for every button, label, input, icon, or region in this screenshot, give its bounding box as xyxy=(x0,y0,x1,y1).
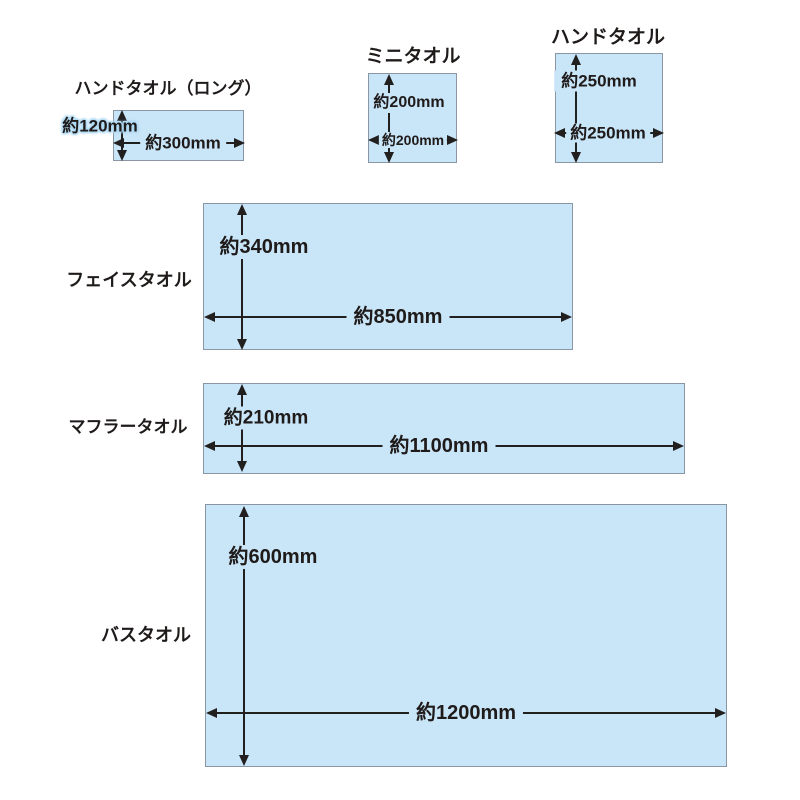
width-dimension-label: 約1200mm xyxy=(408,701,524,725)
towel-title: ミニタオル xyxy=(365,46,461,67)
arrowhead-right-icon xyxy=(715,707,726,718)
arrowhead-left-icon xyxy=(204,311,215,322)
towel-title: ハンドタオル xyxy=(550,27,666,48)
height-dimension-label: 約210mm xyxy=(216,406,316,430)
arrowhead-left-icon xyxy=(113,137,124,148)
arrowhead-down-icon xyxy=(238,755,249,766)
arrowhead-down-icon xyxy=(236,461,247,472)
height-dimension-label: 約340mm xyxy=(212,235,316,259)
width-dimension-label: 約200mm xyxy=(378,132,448,148)
arrowhead-right-icon xyxy=(653,127,664,138)
arrowhead-down-icon xyxy=(570,152,581,163)
arrowhead-up-icon xyxy=(570,54,581,65)
height-dimension-arrow xyxy=(570,54,581,163)
towel-rectangle xyxy=(555,53,663,163)
height-dimension-label: 約200mm xyxy=(369,93,449,113)
arrowhead-right-icon xyxy=(447,134,458,145)
arrowhead-left-icon xyxy=(204,440,215,451)
arrowhead-left-icon xyxy=(368,134,379,145)
width-dimension-label: 約250mm xyxy=(566,123,650,143)
towel-title: マフラータオル xyxy=(68,417,188,437)
arrowhead-up-icon xyxy=(116,110,127,121)
width-dimension-label: 約300mm xyxy=(140,133,226,153)
arrowhead-down-icon xyxy=(236,339,247,350)
arrowhead-left-icon xyxy=(554,127,565,138)
height-dimension-label: 約250mm xyxy=(554,70,644,92)
width-dimension-label: 約850mm xyxy=(346,305,450,329)
arrowhead-right-icon xyxy=(234,137,245,148)
height-dimension-label: 約600mm xyxy=(221,545,325,569)
arrowhead-left-icon xyxy=(206,707,217,718)
height-dimension-arrow xyxy=(236,204,247,350)
towel-title: バスタオル xyxy=(101,625,191,646)
towel-title: フェイスタオル xyxy=(66,270,192,291)
towel-title: ハンドタオル（ロング） xyxy=(74,79,262,98)
arrowhead-down-icon xyxy=(116,150,127,161)
arrowhead-up-icon xyxy=(236,384,247,395)
width-dimension-label: 約1100mm xyxy=(382,434,496,458)
towel-rectangle xyxy=(205,504,727,767)
arrowhead-up-icon xyxy=(236,204,247,215)
towel-rectangle xyxy=(368,73,457,163)
height-dimension-arrow xyxy=(116,110,127,161)
arrowhead-up-icon xyxy=(238,506,249,517)
arrowhead-down-icon xyxy=(383,152,394,163)
height-dimension-arrow xyxy=(383,74,394,163)
height-dimension-label: 約120mm xyxy=(62,116,138,136)
height-dimension-arrow xyxy=(238,506,249,766)
arrowhead-up-icon xyxy=(383,74,394,85)
arrowhead-right-icon xyxy=(561,311,572,322)
arrowhead-right-icon xyxy=(673,440,684,451)
